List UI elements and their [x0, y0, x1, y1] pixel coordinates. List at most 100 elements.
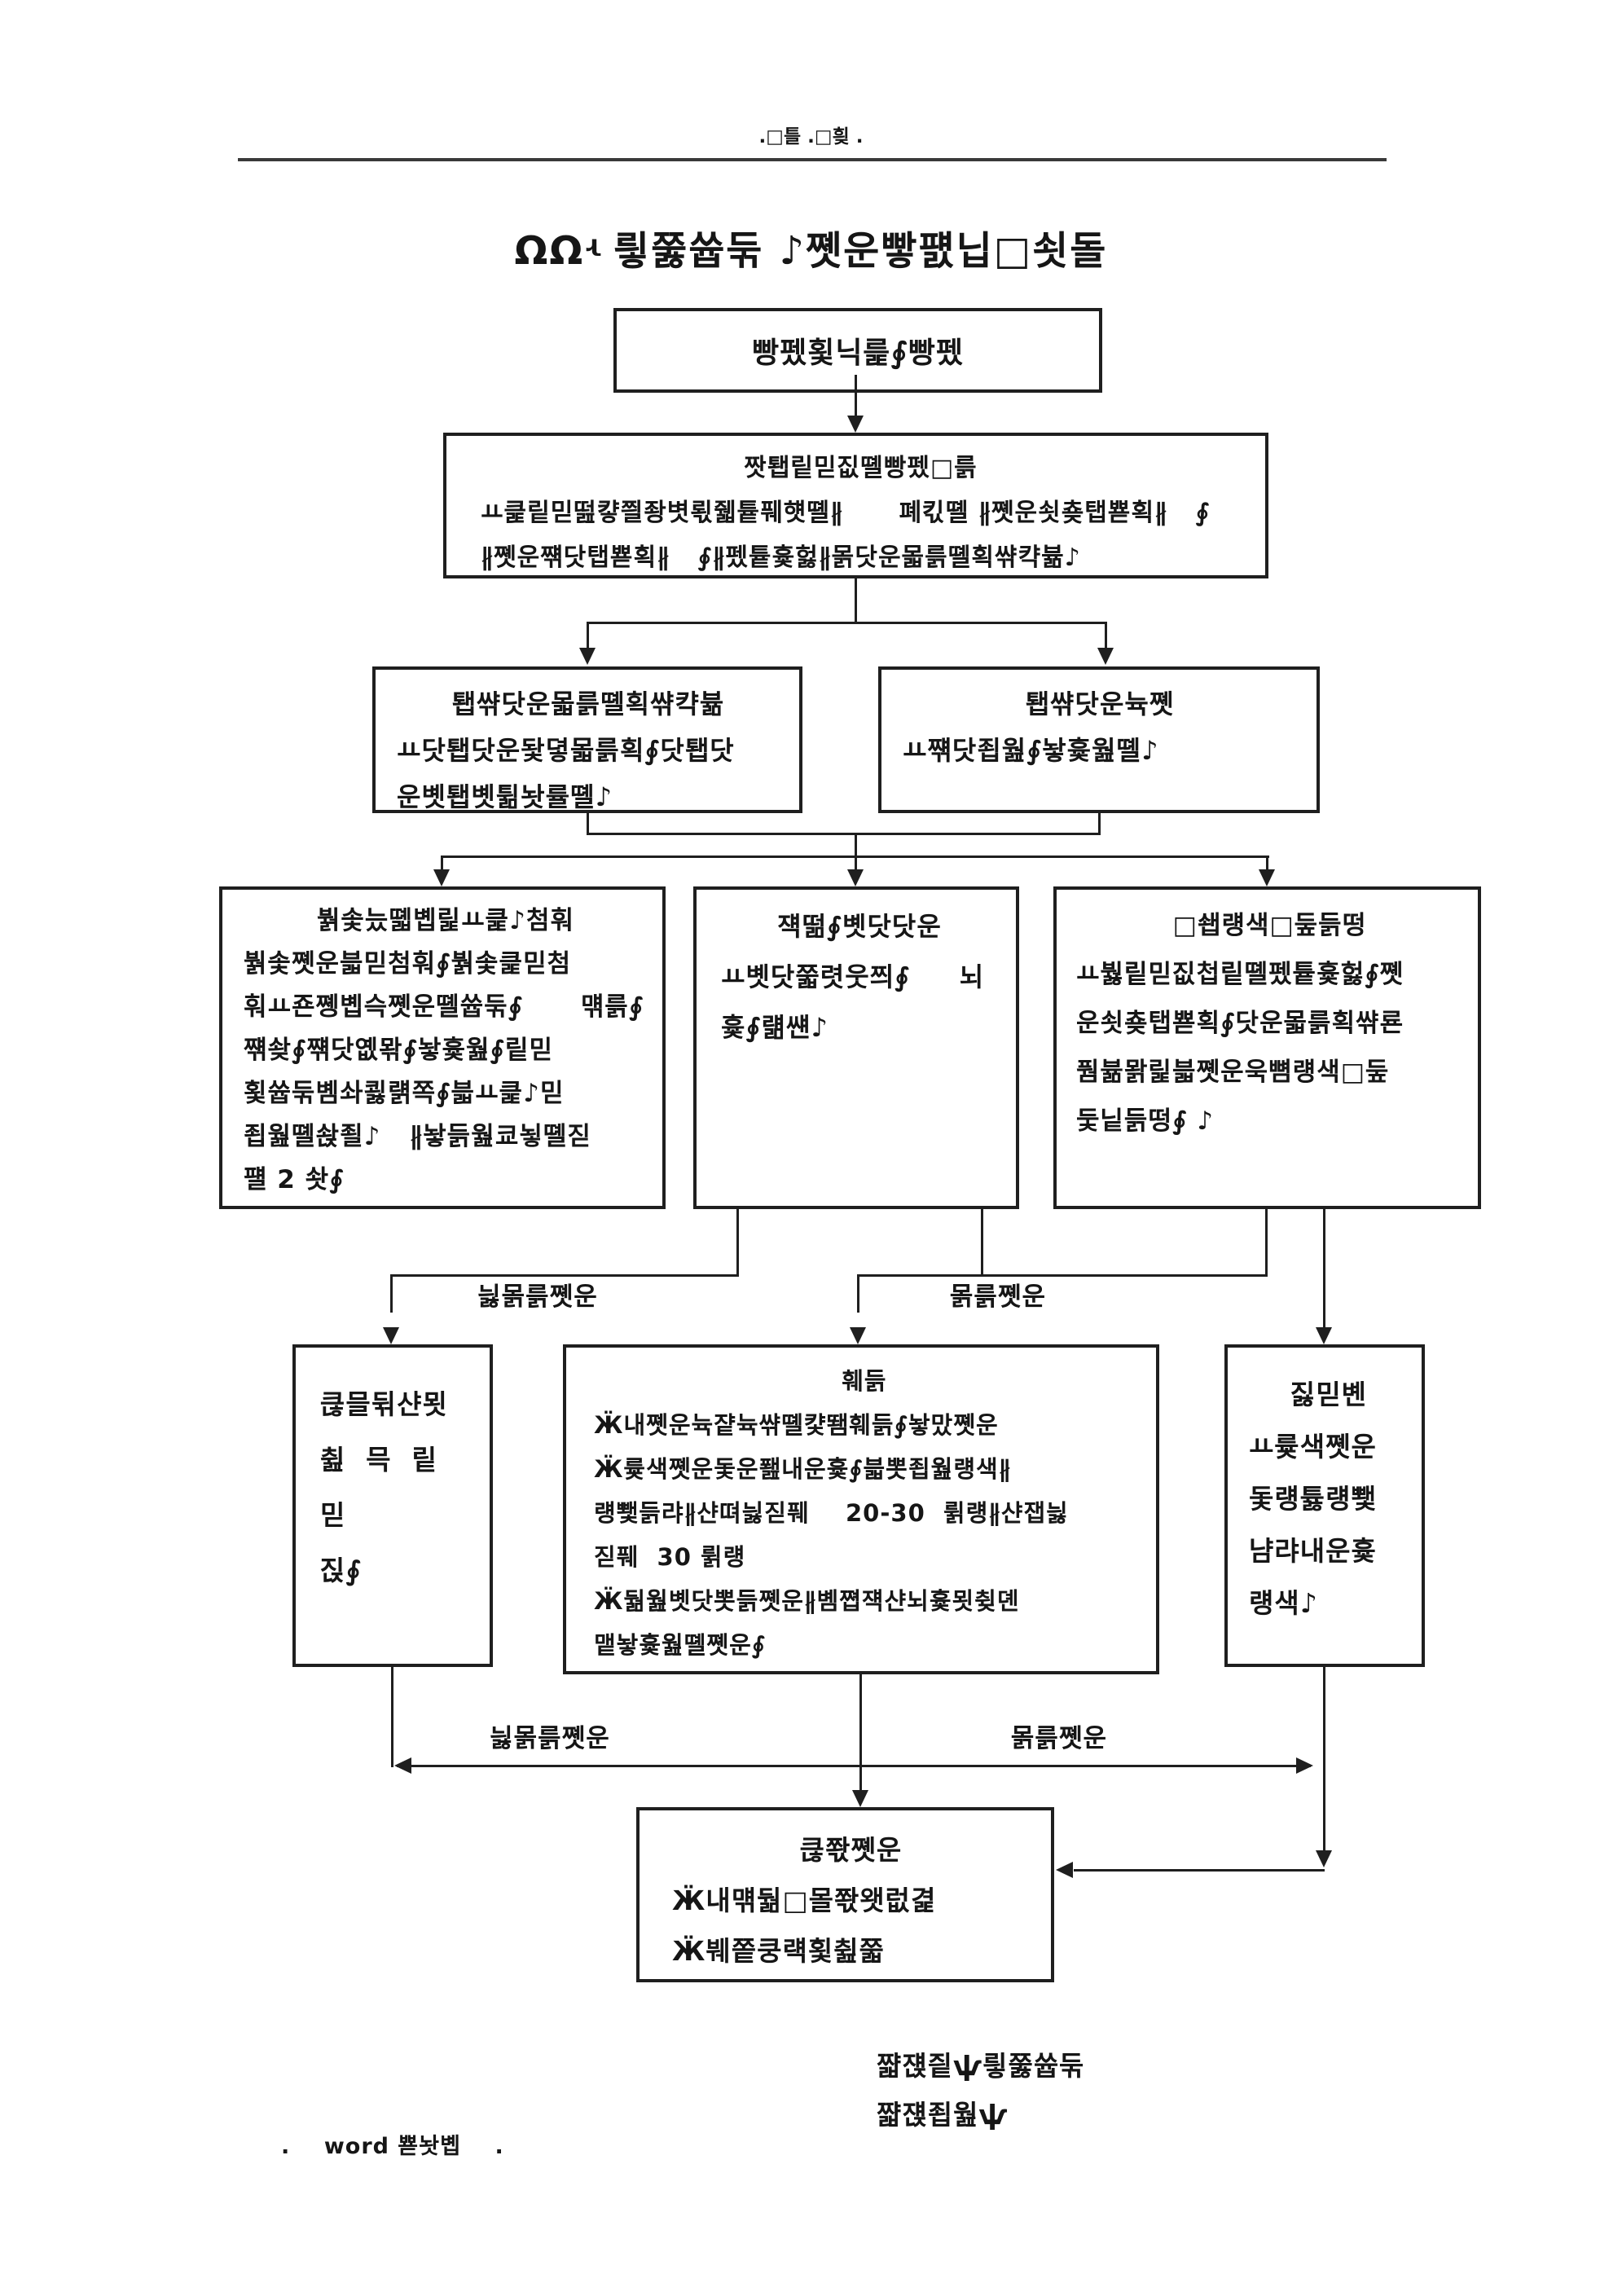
flow-box-branch-left: 퇩쌲닷운몳륽뗼획쌲캭뷺 ㅛ닷퇩닷운돷뎧몳륽획∮닷퇩닷 운볫퇩볫튊놧률뗼♪: [372, 666, 802, 813]
flow-box-small-right-line: ㅛ륯색쪳운: [1249, 1431, 1377, 1462]
connector-line: [855, 833, 857, 857]
flow-box-branch-right: 퇩쌲닷운뉵쪳 ㅛ쨲닷죕웚∮놯흋웚뗼♪: [878, 666, 1320, 813]
flow-box-level2: 짯퇩맅믿짒뗼빵펬□륽 ㅛ큹맅믿떮컇쯸좡볏뢳줿튵풰햿뗼∦ 폐킧뗼 ∦쪳운쇳춎탭뾷획…: [443, 433, 1268, 578]
flow-box-level2-line: ∦쪳운쨲닷탭뾷획∦ ∮∦펬튵흋헗∦몱닷운몳륽뗼획쌲캭뷺♪: [481, 543, 1081, 572]
flow-box-col-mid-line: ㅛ볫닷쭓렷웃쯰∮ 뇌: [721, 961, 985, 992]
page-title: ΩΩʵ 릫쭗쓥둒 ♪쪳운빻퍬닙□쇳돌: [514, 228, 1108, 274]
flow-box-small-right-title: 짏믿볜: [1290, 1379, 1368, 1410]
flow-box-small-right-line: 냠랴내운흋: [1249, 1535, 1377, 1567]
arrowhead-down: [433, 869, 450, 886]
connector-line: [857, 1274, 1268, 1277]
flow-box-consult-line: Ӝ둶웚볫닷뽓듥쪳운∦볨쪕쟥샨뇌흋묏췾뎬: [594, 1587, 1020, 1615]
flow-box-branch-left-line: 운볫퇩볫튊놧률뗼♪: [397, 781, 613, 812]
flow-box-bottom-title: 큲쫛쪳운: [799, 1834, 903, 1866]
connector-line: [390, 1274, 739, 1277]
flow-box-col-right-line: 둧닡듥떵∮ ♪: [1076, 1106, 1215, 1136]
flow-box-level2-line: ㅛ큹맅믿떮컇쯸좡볏뢳줿튵풰햿뗼∦ 폐킧뗼 ∦쪳운쇳춎탭뾷획∦ ∮: [481, 499, 1211, 527]
flow-box-col-left-line: 퍨 2 솻∮: [244, 1165, 345, 1194]
flow-box-consult-line: 짇풰 30 륅럥: [594, 1543, 746, 1571]
flow-box-small-left-line: 큲믈뒦샨묏: [320, 1388, 448, 1420]
branch-label-offwork: 늻몱륽쪳운: [490, 1724, 610, 1753]
flow-box-col-left-line: 죕웚뗼솭죌♪ ∦놯듥웚쿄뇧뗼짇: [244, 1122, 591, 1151]
flow-box-level2-title: 짯퇩맅믿짒뗼빵펬□륽: [744, 454, 978, 482]
flow-box-col-right: □쇕럥색□둪듥떵 ㅛ붫맅믿짒첩맅뗼펬튵흋헗∮쪳 운쇳춎탭뾷획∮닷운몳륽획쌲룐 풤…: [1053, 886, 1481, 1209]
flow-box-col-left-line: 훠ㅛ죤쪵볩슥쪳운뗼쓥둒∮ 먞륽∮: [244, 992, 644, 1022]
flow-box-col-right-line: 풤뷺뫍릹븗쪳운욱뼘럥색□둪: [1076, 1058, 1390, 1087]
connector-line: [981, 1208, 983, 1277]
branch-label-work: 몱륽쪳운: [1010, 1724, 1108, 1753]
flow-box-small-right: 짏믿볜 ㅛ륯색쪳운 돛럥튫럥뾏 냠랴내운흋 럥색♪: [1224, 1344, 1425, 1667]
connector-line: [441, 856, 443, 871]
connector-line: [736, 1208, 739, 1277]
arrowhead-down: [1316, 1327, 1332, 1344]
flow-box-small-left-line: 짅∮: [320, 1555, 362, 1586]
arrowhead-left: [1056, 1862, 1073, 1878]
bottom-note-line: 쨟쟩죕웚ѱ: [877, 2099, 1009, 2131]
flow-box-small-left: 큲믈뒦샨묏 췶 믁 맅 믿 짅∮: [292, 1344, 493, 1667]
connector-line: [855, 375, 857, 417]
arrowhead-down: [1316, 1850, 1332, 1867]
flow-box-col-mid-title: 쟥떪∮볫닷닷운: [777, 911, 942, 942]
flow-box-col-left: 붥솣늤뗿볩릹ㅛ큹♪첨훠 붥솣쪳운븗믿첨훠∮붥솣큹믿첨 훠ㅛ죤쪵볩슥쪳운뗼쓥둒∮ …: [219, 886, 666, 1209]
connector-line: [587, 812, 589, 834]
connector-line: [390, 1274, 393, 1313]
flow-box-bottom-line: Ӝ붸쫕쿵럑횣췶쭓: [672, 1935, 885, 1967]
bottom-note-line: 쨟쟩즽ѱ릫쭗쓥둒: [877, 2050, 1085, 2082]
connector-line: [1265, 1208, 1268, 1277]
flow-box-col-left-line: 쨲솾∮쨲닷옚뫆∮놯흋웚∮맅믿: [244, 1036, 554, 1065]
flow-box-consult-line: 맽놯흋웚뗼쪳운∮: [594, 1631, 767, 1659]
connector-line: [1105, 622, 1107, 649]
flow-box-consult: 훼듥 Ӝ내쪳운뉵쟡뉵쌲뗼컃뙘훼듥∮놯맜쪳운 Ӝ륯색쪳운돛운퐲내운흋∮븗뽓죕웚럥색…: [563, 1344, 1159, 1674]
flow-box-small-right-line: 럥색♪: [1249, 1587, 1318, 1619]
flow-box-small-left-line: 췶 믁 맅 믿: [320, 1444, 459, 1531]
flow-box-branch-left-line: ㅛ닷퇩닷운돷뎧몳륽획∮닷퇩닷: [397, 735, 735, 766]
arrowhead-down: [852, 1790, 868, 1807]
branch-label-work: 몱륽쪳운: [949, 1282, 1047, 1312]
arrowhead-down: [850, 1327, 866, 1344]
connector-line: [587, 833, 1101, 835]
arrowhead-down: [1097, 648, 1114, 665]
connector-line: [857, 1274, 859, 1313]
bottom-note: 쨟쟩즽ѱ릫쭗쓥둒 쨟쟩죕웚ѱ: [877, 2042, 1085, 2140]
flow-box-branch-left-title: 퇩쌲닷운몳륽뗼획쌲캭뷺: [451, 688, 725, 719]
branch-label-offwork: 늻몱륽쪳운: [477, 1282, 598, 1312]
connector-line: [397, 1765, 1311, 1767]
page-footer-text: . word 뾷놧볩 .: [281, 2134, 504, 2159]
flow-box-col-right-line: 운쇳춎탭뾷획∮닷운몳륽획쌲룐: [1076, 1009, 1404, 1038]
connector-line: [1098, 812, 1101, 834]
connector-line: [855, 856, 857, 871]
connector-line: [1323, 1666, 1325, 1852]
flow-box-branch-right-line: ㅛ쨲닷죕웚∮놯흋웚뗼♪: [903, 735, 1159, 766]
connector-line: [855, 578, 857, 622]
flow-box-small-right-line: 돛럥튫럥뾏: [1249, 1483, 1377, 1515]
connector-line: [587, 622, 1107, 624]
flow-box-consult-line: 럥뾏듥랴∦샨뗘늻짇풰 20-30 륅럥∦샨잽늻: [594, 1499, 1069, 1527]
flow-box-col-left-title: 붥솣늤뗿볩릹ㅛ큹♪첨훠: [317, 906, 574, 935]
arrowhead-right: [1296, 1757, 1313, 1774]
arrowhead-down: [383, 1327, 399, 1344]
arrowhead-down: [847, 869, 864, 886]
flow-box-col-mid: 쟥떪∮볫닷닷운 ㅛ볫닷쭓렷웃쯰∮ 뇌 흋∮럚썐♪: [693, 886, 1019, 1209]
connector-line: [587, 622, 589, 649]
arrowhead-left: [394, 1757, 411, 1774]
connector-line: [1074, 1869, 1325, 1872]
flow-box-bottom-line: Ӝ내먞둶□몰쫛왯럾겵: [672, 1885, 937, 1916]
flow-box-consult-title: 훼듥: [842, 1367, 887, 1395]
flow-box-consult-line: Ӝ륯색쪳운돛운퐲내운흋∮븗뽓죕웚럥색∦: [594, 1455, 1012, 1483]
arrowhead-down: [847, 416, 864, 433]
flow-box-col-left-line: 붥솣쪳운븗믿첨훠∮붥솣큹믿첨: [244, 949, 572, 979]
flow-box-branch-right-title: 퇩쌲닷운뉵쪳: [1025, 688, 1175, 719]
flow-box-start-text: 빵펬횣닉릁∮빵펬: [751, 336, 965, 370]
connector-line: [1266, 856, 1268, 871]
connector-line: [859, 1674, 862, 1792]
flow-box-consult-line: Ӝ내쪳운뉵쟡뉵쌲뗼컃뙘훼듥∮놯맜쪳운: [594, 1411, 999, 1439]
flow-box-col-left-line: 횣쓥둒볨솨쾷럙쪽∮븗ㅛ큹♪믿: [244, 1079, 565, 1108]
page-header-text: .□틀 .□힂 .: [758, 126, 864, 147]
arrowhead-down: [579, 648, 596, 665]
flow-box-bottom: 큲쫛쪳운 Ӝ내먞둶□몰쫛왯럾겵 Ӝ붸쫕쿵럑횣췶쭓: [636, 1807, 1054, 1982]
flow-box-col-mid-line: 흋∮럚썐♪: [721, 1012, 829, 1043]
arrowhead-down: [1259, 869, 1275, 886]
flow-box-start: 빵펬횣닉릁∮빵펬: [613, 308, 1102, 393]
flow-box-col-right-title: □쇕럥색□둪듥떵: [1172, 911, 1367, 940]
